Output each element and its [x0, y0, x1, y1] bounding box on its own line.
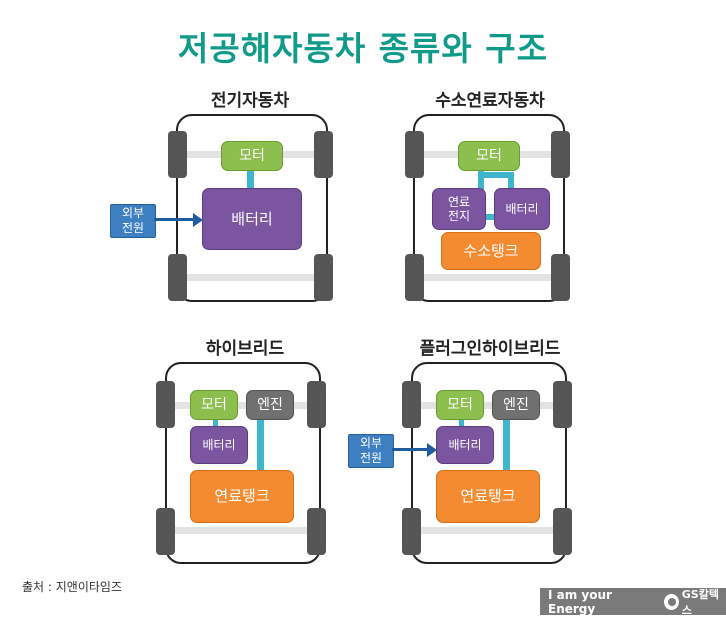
rear-axle — [180, 274, 320, 281]
wheel-icon — [156, 381, 175, 428]
external-power-box: 외부 전원 — [348, 434, 394, 468]
front-axle — [169, 402, 313, 409]
arrow-icon — [193, 213, 203, 227]
engine-box: 엔진 — [492, 390, 540, 420]
page-title: 저공해자동차 종류와 구조 — [178, 29, 548, 68]
wheel-icon — [168, 254, 187, 301]
external-power-box: 외부 전원 — [110, 204, 156, 238]
arrow-icon — [427, 443, 437, 457]
diagram-title-ev: 전기자동차 — [210, 91, 290, 111]
rear-axle — [169, 527, 313, 534]
source-caption: 출처 : 지앤이타임즈 — [22, 580, 122, 594]
connector — [459, 416, 464, 428]
gs-logo-icon — [663, 593, 679, 610]
connector — [508, 172, 514, 190]
rear-axle — [415, 527, 559, 534]
battery-box: 배터리 — [494, 188, 550, 230]
engine-box: 엔진 — [246, 390, 294, 420]
wheel-icon — [314, 254, 333, 301]
motor-box: 모터 — [458, 141, 520, 171]
front-axle — [415, 402, 559, 409]
wheel-icon — [402, 381, 421, 428]
wheel-icon — [402, 508, 421, 555]
connector — [478, 168, 484, 190]
hydrogen-tank-box: 수소탱크 — [441, 232, 541, 270]
connector — [503, 418, 510, 470]
wheel-icon — [405, 131, 424, 178]
wheel-icon — [314, 131, 333, 178]
motor-box: 모터 — [221, 141, 283, 171]
motor-battery-connector — [247, 168, 254, 190]
diagram-title-phev: 플러그인하이브리드 — [419, 339, 561, 359]
wheel-icon — [551, 131, 570, 178]
wheel-icon — [405, 254, 424, 301]
connector — [484, 214, 496, 220]
wheel-icon — [553, 508, 572, 555]
diagram-title-hybrid: 하이브리드 — [205, 339, 285, 359]
battery-box: 배터리 — [202, 188, 302, 250]
wheel-icon — [553, 381, 572, 428]
fuel-tank-box: 연료탱크 — [436, 470, 540, 523]
footer-banner: I am your Energy GS칼텍스 — [540, 587, 726, 617]
arrow-line — [154, 218, 194, 221]
diagram-title-fcev: 수소연료자동차 — [435, 91, 545, 111]
footer-slogan: I am your Energy — [548, 587, 612, 616]
connector — [213, 416, 218, 428]
connector — [257, 418, 264, 470]
arrow-line — [392, 448, 428, 451]
fuel-tank-box: 연료탱크 — [190, 470, 294, 523]
wheel-icon — [551, 254, 570, 301]
motor-box: 모터 — [190, 390, 238, 420]
wheel-icon — [307, 381, 326, 428]
wheel-icon — [307, 508, 326, 555]
rear-axle — [417, 274, 557, 281]
fuel-cell-box: 연료 전지 — [432, 188, 486, 230]
wheel-icon — [168, 131, 187, 178]
battery-box: 배터리 — [190, 426, 248, 464]
footer-logo-text: GS칼텍스 — [681, 587, 719, 617]
wheel-icon — [156, 508, 175, 555]
motor-box: 모터 — [436, 390, 484, 420]
battery-box: 배터리 — [436, 426, 494, 464]
connector — [478, 172, 514, 178]
